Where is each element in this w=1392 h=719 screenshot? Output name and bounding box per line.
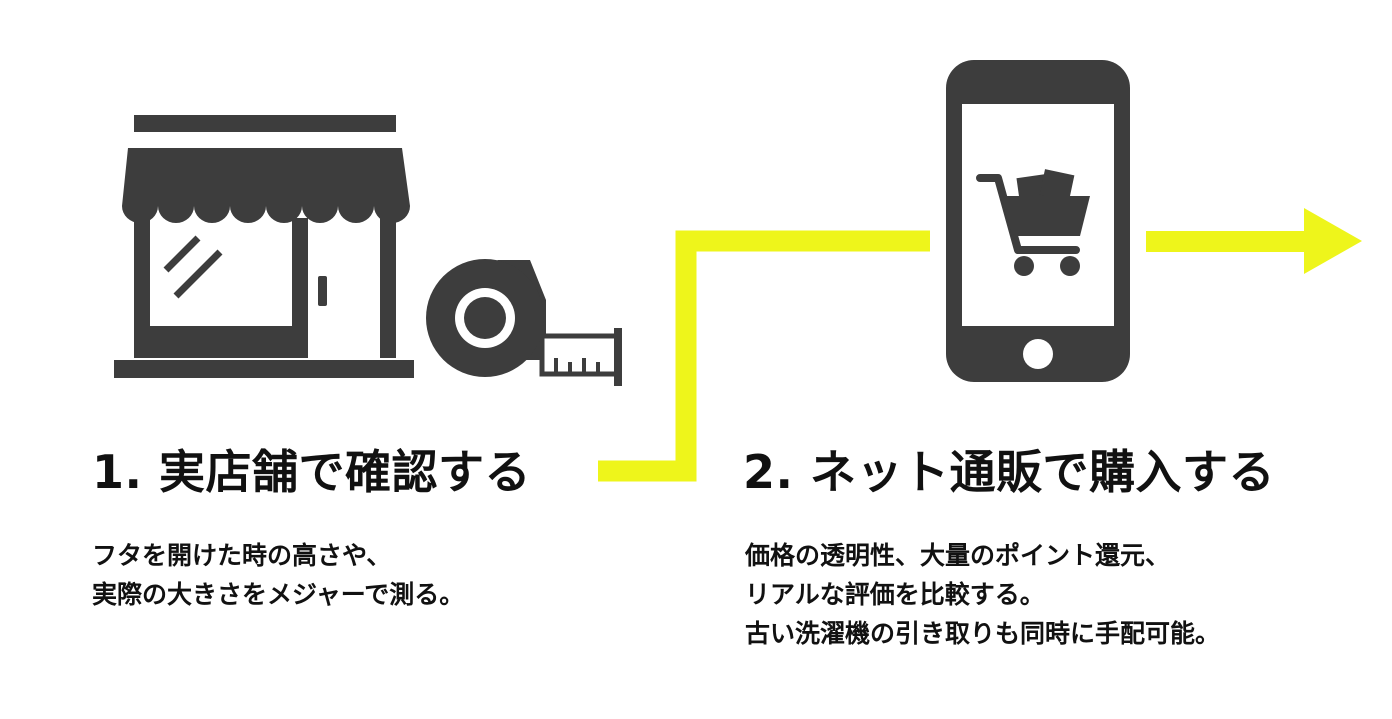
step-2-title: 2. ネット通販で購入する	[743, 445, 1275, 499]
store-illustration	[110, 110, 630, 395]
step-2-description-line: 古い洗濯機の引き取りも同時に手配可能。	[745, 618, 1221, 648]
arrow-right-icon	[1146, 208, 1362, 274]
shopping-cart-icon	[976, 169, 1090, 276]
store-icon	[114, 115, 414, 378]
step-1-description-line: 実際の大きさをメジャーで測る。	[92, 579, 465, 609]
tape-measure-icon	[426, 259, 622, 386]
step-2-description-line: 価格の透明性、大量のポイント還元、	[745, 541, 1171, 570]
step-2-description-line: リアルな評価を比較する。	[745, 579, 1045, 609]
step-2-description: 価格の透明性、大量のポイント還元、 リアルな評価を比較する。 古い洗濯機の引き取…	[745, 537, 1375, 653]
step-1-description: フタを開けた時の高さや、 実際の大きさをメジャーで測る。	[92, 537, 632, 615]
flow-connector-line	[598, 230, 930, 482]
step-1-title: 1. 実店舗で確認する	[92, 445, 531, 499]
smartphone-illustration	[942, 58, 1137, 388]
step-1-description-line: フタを開けた時の高さや、	[92, 541, 392, 570]
